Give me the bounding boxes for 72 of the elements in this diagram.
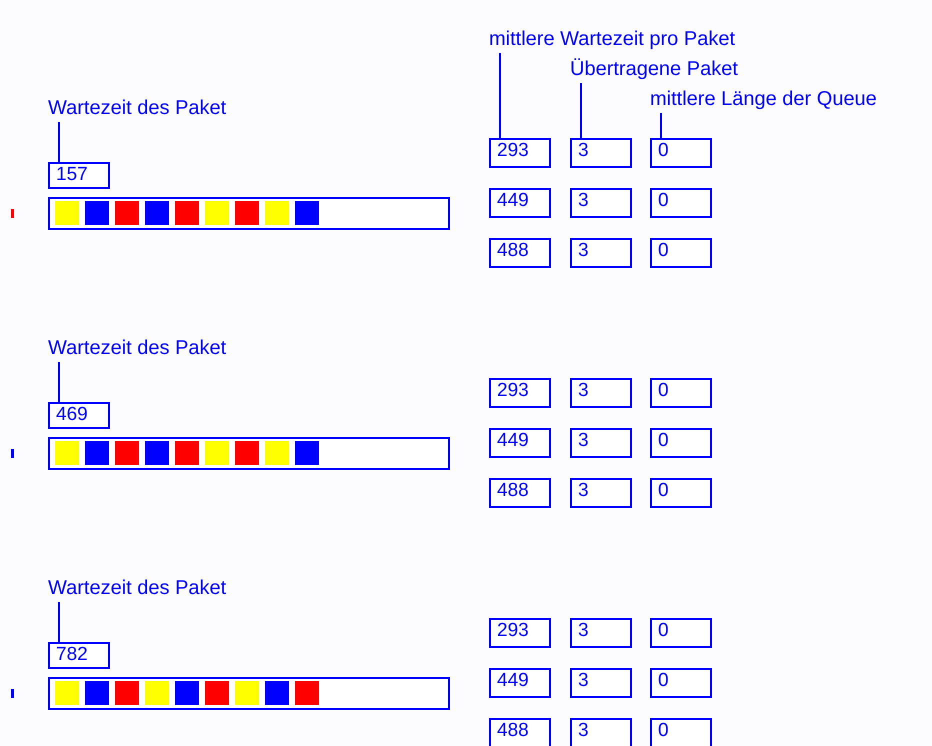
stat-field: 293 <box>489 138 551 168</box>
column-header: mittlere Wartezeit pro Paket <box>489 28 736 50</box>
stat-field: 0 <box>650 668 712 698</box>
stat-field: 488 <box>489 238 551 268</box>
leader-line <box>580 83 582 138</box>
stat-field: 293 <box>489 378 551 408</box>
packet-square <box>205 201 229 225</box>
stat-field: 3 <box>570 668 632 698</box>
stat-field: 0 <box>650 188 712 218</box>
stat-field: 293 <box>489 618 551 648</box>
leader-line <box>499 53 501 138</box>
packet-square <box>85 441 109 465</box>
packet-square <box>115 201 139 225</box>
packet-square <box>115 441 139 465</box>
packet-square <box>295 441 319 465</box>
packet-square <box>55 201 79 225</box>
stat-field: 0 <box>650 428 712 458</box>
packet-square <box>265 201 289 225</box>
packet-square <box>175 681 199 705</box>
packet-square <box>175 201 199 225</box>
column-header: Übertragene Paket <box>570 58 738 80</box>
queue-bar <box>48 437 450 470</box>
stat-field: 0 <box>650 238 712 268</box>
packet-square <box>145 441 169 465</box>
packet-square <box>235 681 259 705</box>
stat-field: 0 <box>650 718 712 746</box>
packet-square <box>115 681 139 705</box>
packet-square <box>205 441 229 465</box>
stat-field: 3 <box>570 238 632 268</box>
packet-square <box>295 681 319 705</box>
queue-bar <box>48 677 450 710</box>
leader-line <box>58 602 60 642</box>
stat-field: 488 <box>489 478 551 508</box>
stat-field: 3 <box>570 478 632 508</box>
packet-square <box>235 441 259 465</box>
packet-square <box>55 681 79 705</box>
packet-square <box>265 441 289 465</box>
stat-field: 449 <box>489 668 551 698</box>
stat-field: 488 <box>489 718 551 746</box>
stat-field: 0 <box>650 138 712 168</box>
stat-field: 3 <box>570 718 632 746</box>
stat-field: 0 <box>650 478 712 508</box>
stat-field: 3 <box>570 428 632 458</box>
stat-field: 449 <box>489 428 551 458</box>
field-caption: Wartezeit des Paket <box>48 577 226 599</box>
packet-square <box>145 201 169 225</box>
field-caption: Wartezeit des Paket <box>48 337 226 359</box>
packet-square <box>145 681 169 705</box>
value-field: 469 <box>48 402 110 429</box>
stat-field: 3 <box>570 188 632 218</box>
stat-field: 0 <box>650 378 712 408</box>
stat-field: 0 <box>650 618 712 648</box>
value-field: 782 <box>48 642 110 669</box>
queue-bar <box>48 197 450 230</box>
column-header: mittlere Länge der Queue <box>650 88 877 110</box>
packet-square <box>295 201 319 225</box>
stat-field: 3 <box>570 378 632 408</box>
packet-square <box>265 681 289 705</box>
stat-field: 3 <box>570 618 632 648</box>
leader-line <box>58 122 60 162</box>
field-caption: Wartezeit des Paket <box>48 97 226 119</box>
packet-square <box>55 441 79 465</box>
value-field: 157 <box>48 162 110 189</box>
leader-line <box>660 113 662 138</box>
packet-square <box>85 201 109 225</box>
packet-square <box>235 201 259 225</box>
leader-line <box>58 362 60 402</box>
packet-square <box>205 681 229 705</box>
stat-field: 3 <box>570 138 632 168</box>
packet-square <box>85 681 109 705</box>
packet-square <box>175 441 199 465</box>
stat-field: 449 <box>489 188 551 218</box>
